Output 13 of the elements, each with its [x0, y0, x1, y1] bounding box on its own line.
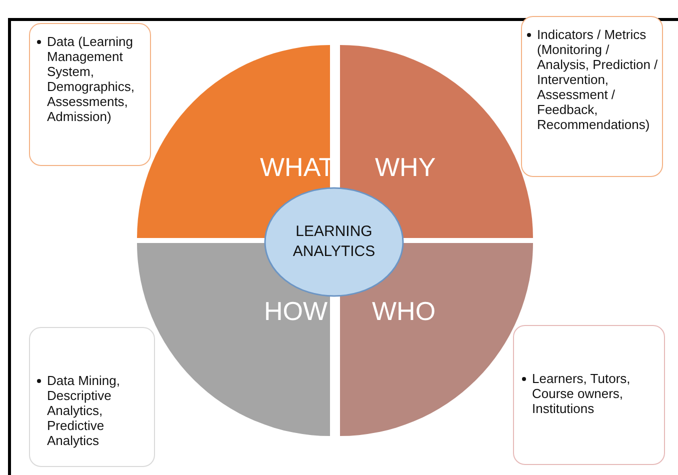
quadrant-label: WHAT	[260, 152, 335, 182]
center-label: LEARNING ANALYTICS	[292, 222, 376, 262]
quadrant-label: WHY	[375, 152, 436, 182]
quadrant-label: HOW	[264, 296, 328, 326]
bullet-text: Data (Learning Management System, Demographics, Assessments, Admission)	[47, 34, 136, 124]
bullet-text: Indicators / Metrics (Monitoring / Analysis, Prediction / Intervention, Assessment / Feedback, Recommendations)	[537, 27, 659, 132]
text-card	[521, 16, 663, 177]
bullet-text: Data Mining, Descriptive Analytics, Predictive Analytics	[47, 373, 121, 448]
quadrant-label: WHO	[372, 296, 436, 326]
text-card	[29, 23, 151, 166]
bullet-text: Learners, Tutors, Course owners, Institutions	[532, 371, 632, 416]
text-card	[29, 327, 155, 467]
text-card	[513, 325, 665, 465]
